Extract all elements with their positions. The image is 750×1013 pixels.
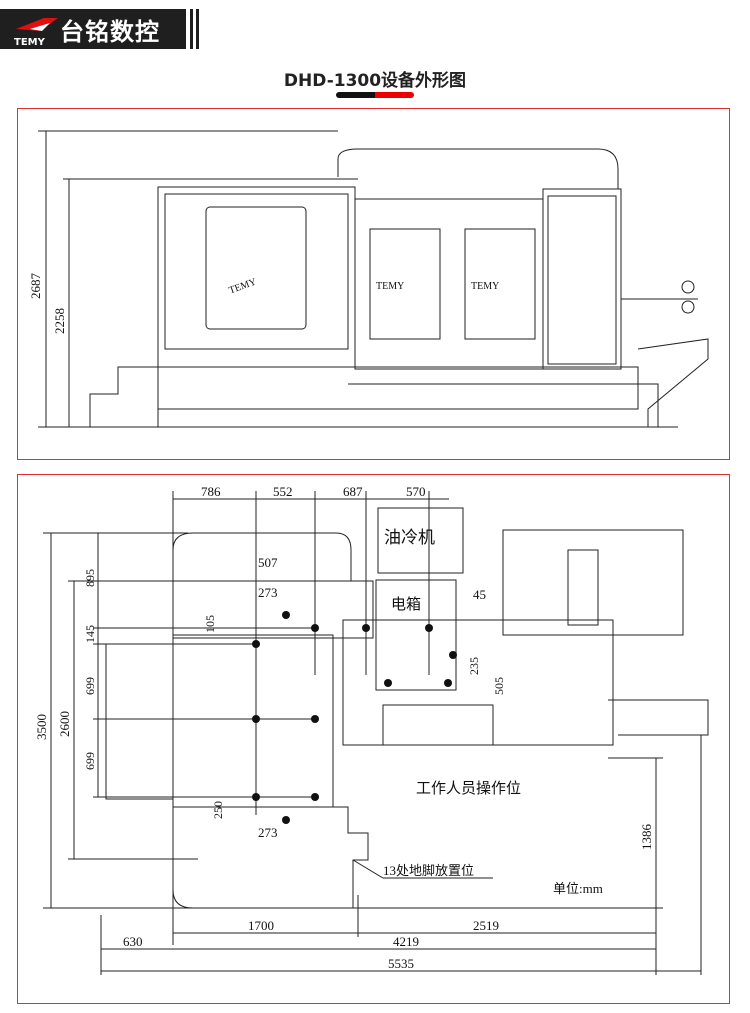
brand-name: 台铭数控 — [60, 17, 160, 46]
svg-text:687: 687 — [343, 484, 363, 499]
svg-text:TEMY: TEMY — [227, 276, 257, 296]
svg-text:2600: 2600 — [57, 711, 72, 737]
svg-text:505: 505 — [492, 677, 506, 695]
svg-text:单位:mm: 单位:mm — [553, 881, 603, 896]
svg-text:1386: 1386 — [639, 824, 654, 851]
brand-header: TEMY 台铭数控 — [0, 9, 186, 49]
svg-text:TEMY: TEMY — [14, 37, 46, 48]
svg-text:570: 570 — [406, 484, 426, 499]
page-title: DHD-1300设备外形图 — [283, 71, 467, 91]
svg-text:235: 235 — [467, 657, 481, 675]
plan-view-panel: 786 552 687 570 3500 2600 895 145 699 69… — [17, 474, 730, 1004]
svg-text:552: 552 — [273, 484, 293, 499]
svg-text:1700: 1700 — [248, 918, 274, 933]
svg-text:273: 273 — [258, 585, 278, 600]
svg-text:13处地脚放置位: 13处地脚放置位 — [383, 863, 474, 878]
front-view-panel: 2687 2258 TEMY TEMY TEMY — [17, 108, 730, 460]
svg-text:3500: 3500 — [34, 714, 49, 740]
temy-logo: TEMY — [0, 9, 60, 49]
svg-text:250: 250 — [211, 801, 225, 819]
divider — [196, 9, 199, 49]
title-underline — [336, 92, 414, 98]
oil-cooler-box — [377, 507, 464, 574]
svg-text:507: 507 — [258, 555, 278, 570]
front-view-drawing: 2687 2258 TEMY TEMY TEMY — [28, 130, 709, 428]
svg-text:45: 45 — [473, 587, 486, 602]
svg-text:2687: 2687 — [28, 273, 43, 300]
svg-text:电箱: 电箱 — [391, 596, 421, 613]
svg-text:4219: 4219 — [393, 934, 419, 949]
svg-text:工作人员操作位: 工作人员操作位 — [416, 780, 521, 797]
svg-text:2519: 2519 — [473, 918, 499, 933]
svg-text:145: 145 — [83, 625, 97, 643]
divider — [190, 9, 193, 49]
svg-text:630: 630 — [123, 934, 143, 949]
svg-text:2258: 2258 — [52, 308, 67, 334]
svg-text:273: 273 — [258, 825, 278, 840]
svg-text:油冷机: 油冷机 — [384, 528, 435, 547]
svg-text:699: 699 — [83, 752, 97, 770]
svg-text:105: 105 — [203, 615, 217, 633]
plan-view-drawing: 786 552 687 570 3500 2600 895 145 699 69… — [34, 484, 709, 975]
svg-text:5535: 5535 — [388, 956, 414, 971]
svg-text:TEMY: TEMY — [376, 281, 404, 292]
svg-text:786: 786 — [201, 484, 221, 499]
svg-text:699: 699 — [83, 677, 97, 695]
svg-text:TEMY: TEMY — [471, 281, 499, 292]
svg-text:895: 895 — [83, 569, 97, 587]
